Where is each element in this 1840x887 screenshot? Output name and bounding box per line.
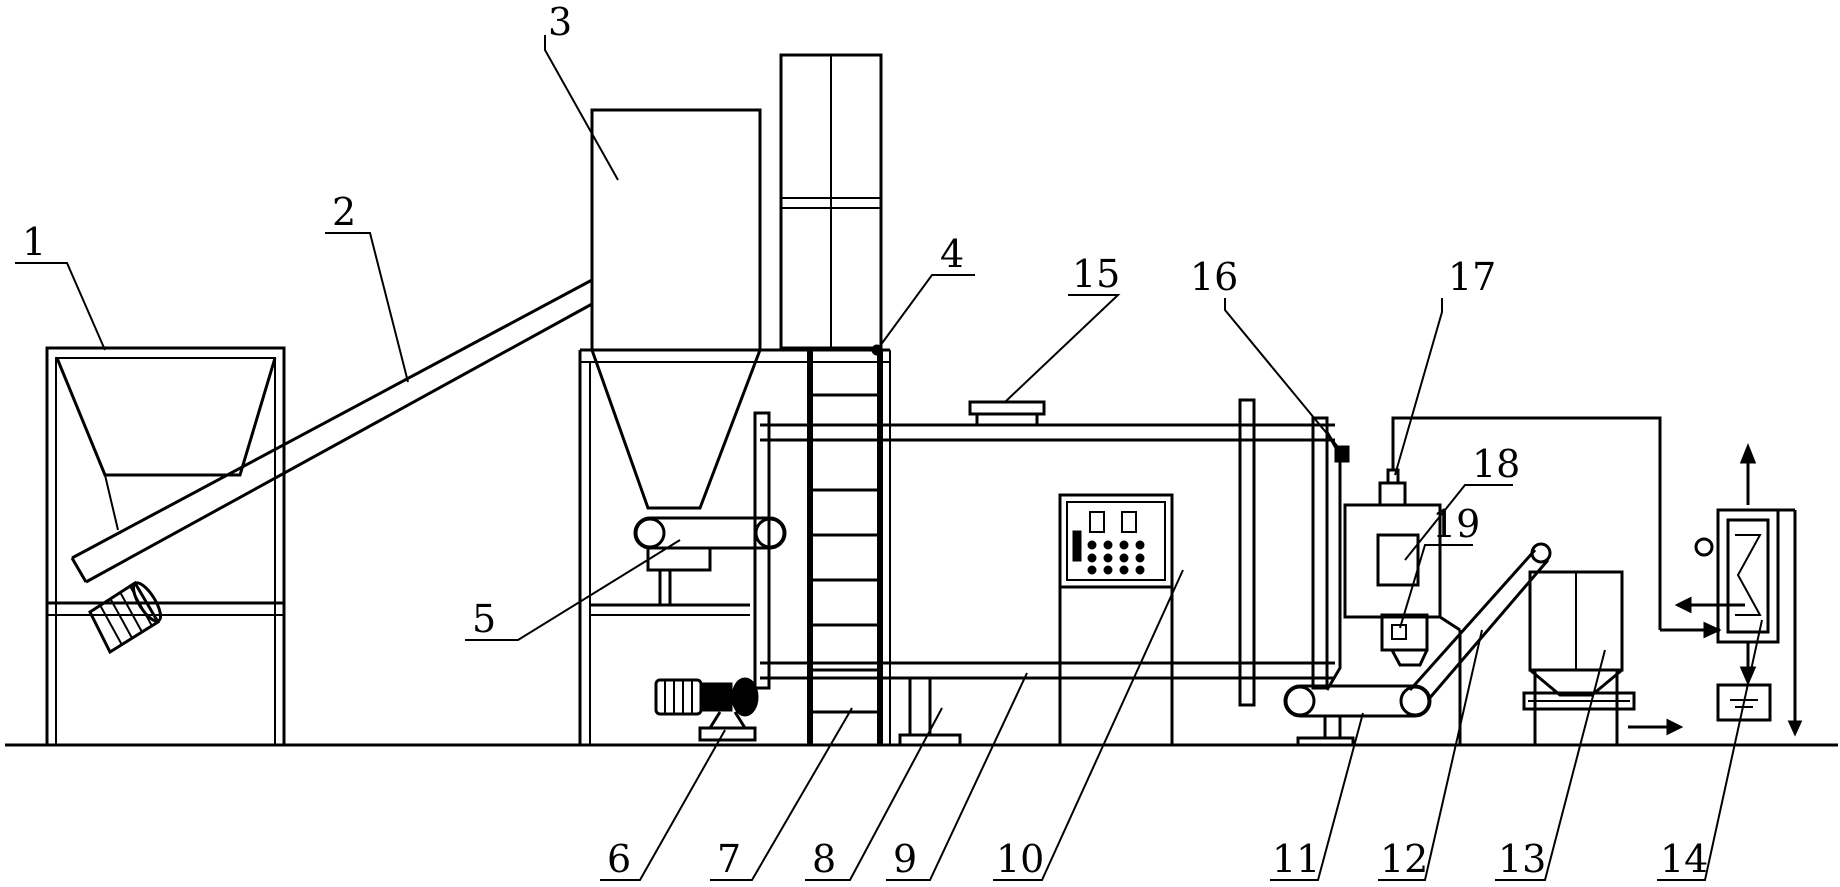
label-12: 12 [1380, 837, 1428, 881]
label-16: 16 [1190, 255, 1238, 299]
control-cabinet [1058, 493, 1174, 745]
leader-lines [15, 35, 1763, 881]
label-11: 11 [1272, 837, 1320, 881]
label-1: 1 [22, 220, 46, 264]
label-3: 3 [548, 0, 572, 44]
label-4: 4 [940, 232, 964, 276]
drying-drum [753, 398, 1342, 707]
drive-motor [654, 677, 759, 742]
temperature-sensor [1334, 445, 1350, 463]
top-inspection-port [968, 400, 1046, 427]
label-5: 5 [472, 597, 496, 641]
label-17: 17 [1448, 255, 1496, 299]
storage-silo [590, 108, 762, 510]
feed-hopper-frame [45, 346, 286, 747]
label-8: 8 [812, 837, 836, 881]
inclined-screw-conveyor [70, 278, 593, 655]
label-13: 13 [1498, 837, 1546, 881]
label-7: 7 [717, 837, 741, 881]
belt-conveyor-upper [633, 516, 787, 605]
label-19: 19 [1432, 502, 1480, 546]
label-6: 6 [607, 837, 631, 881]
drum-support [898, 678, 962, 747]
label-10: 10 [996, 837, 1044, 881]
product-silo [1522, 570, 1684, 745]
label-9: 9 [893, 837, 917, 881]
callout-labels: 1 2 3 4 5 6 7 8 9 10 11 12 13 14 15 16 1… [22, 0, 1708, 881]
label-14: 14 [1660, 837, 1708, 881]
vertical-tower [779, 53, 883, 350]
lower-belt-conveyor [1283, 684, 1432, 747]
label-2: 2 [332, 190, 356, 234]
service-ladder [807, 344, 883, 745]
label-18: 18 [1472, 442, 1520, 486]
heat-exchanger [1674, 442, 1803, 737]
label-15: 15 [1072, 252, 1120, 296]
discharge-box [1343, 416, 1720, 745]
inclined-elevator [1408, 542, 1552, 701]
